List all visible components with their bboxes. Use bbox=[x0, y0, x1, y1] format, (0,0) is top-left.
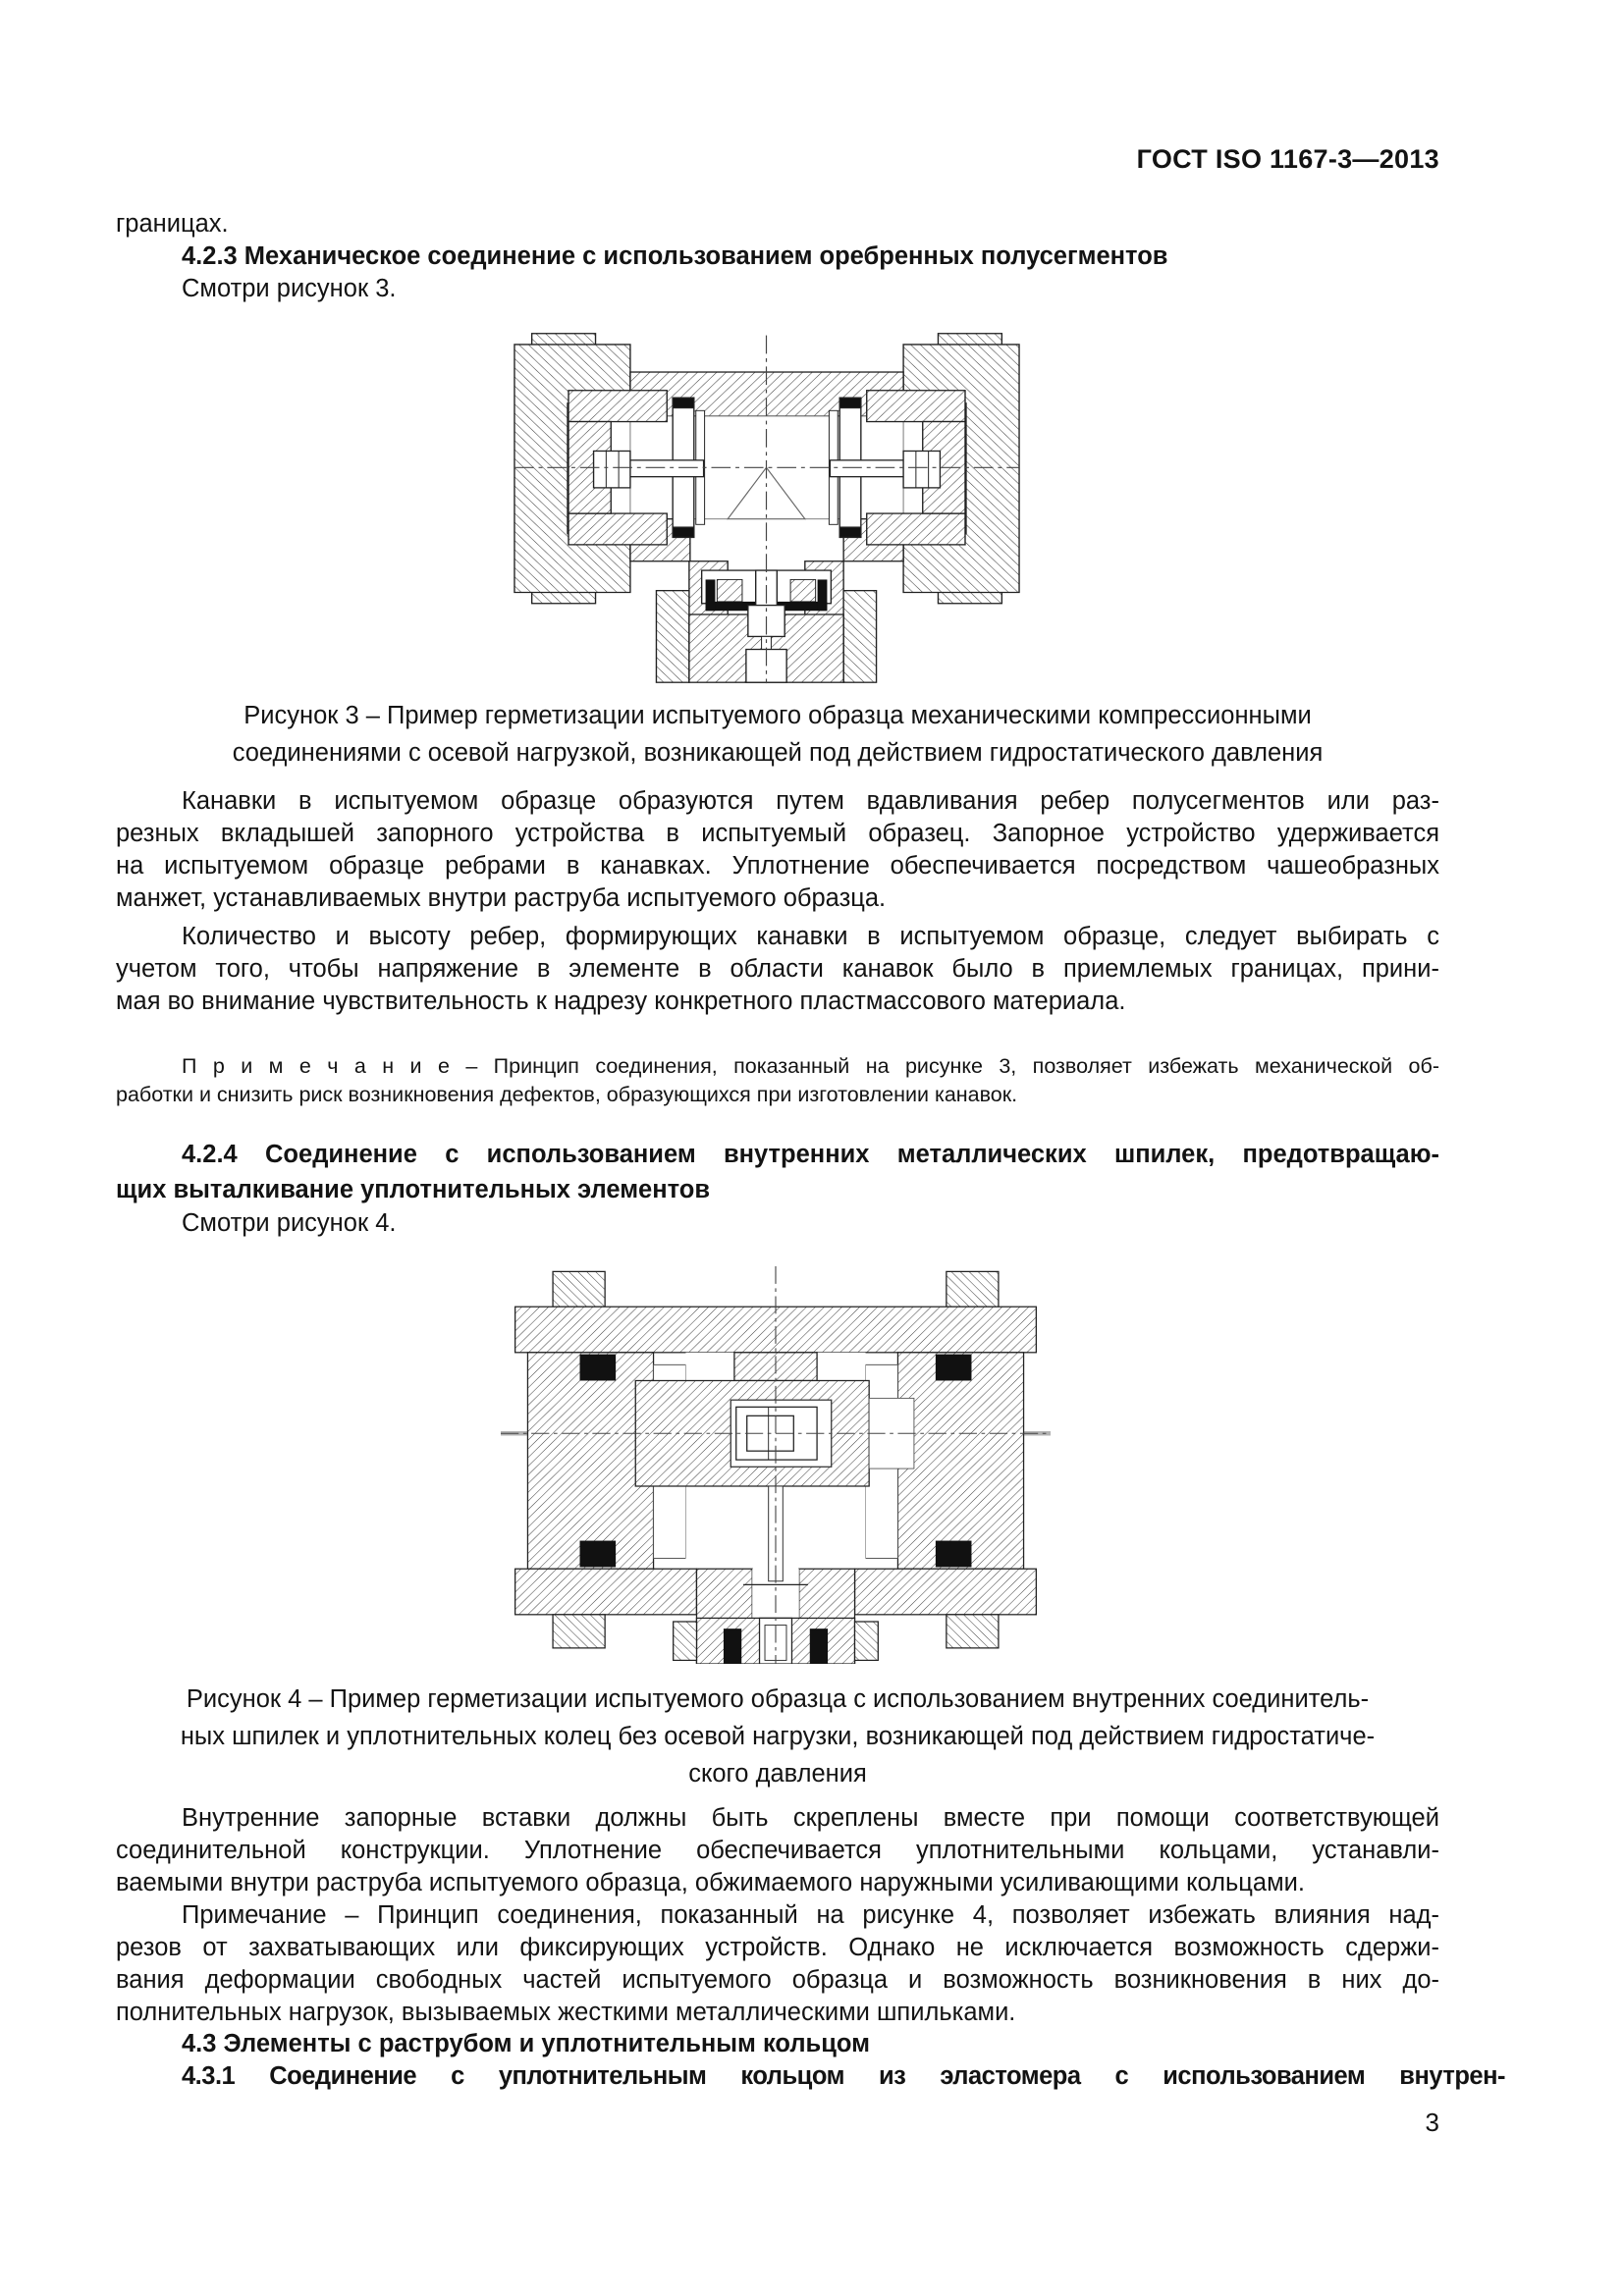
figure-4-drawing bbox=[501, 1266, 1051, 1664]
paragraph-fragment: границах. bbox=[116, 210, 229, 238]
heading-4-3-1: 4.3.1 Соединение с уплотнительным кольцо… bbox=[182, 2062, 1506, 2090]
text-line: манжет, устанавливаемых внутри раструба … bbox=[116, 884, 887, 912]
text-line: Рисунок 4 – Пример герметизации испытуем… bbox=[186, 1685, 1370, 1713]
figure-3-drawing bbox=[514, 333, 1020, 684]
see-figure-3-line: Смотри рисунок 3. bbox=[182, 275, 397, 302]
page-header: ГОСТ ISO 1167-3—2013 bbox=[1136, 144, 1439, 174]
heading-4-3: 4.3 Элементы с раструбом и уплотнительны… bbox=[182, 2030, 871, 2057]
text-line: П р и м е ч а н и е – Принцип соединения… bbox=[182, 1054, 1439, 1078]
text-line: щих выталкивание уплотнительных элементо… bbox=[116, 1176, 711, 1203]
text-line: Канавки в испытуемом образце образуются … bbox=[182, 787, 1439, 815]
paragraph-1: Канавки в испытуемом образце образуются … bbox=[116, 785, 1439, 915]
fig3-side-bolts bbox=[592, 450, 942, 489]
text-line: полнительных нагрузок, вызываемых жестки… bbox=[116, 1999, 1016, 2026]
note-paragraph: П р и м е ч а н и е – Принцип соединения… bbox=[116, 1052, 1439, 1109]
text-line: мая во внимание чувствительность к надре… bbox=[116, 988, 1126, 1015]
text-line: соединениями с осевой нагрузкой, возника… bbox=[232, 739, 1324, 767]
paragraph-4: Примечание – Принцип соединения, показан… bbox=[116, 1899, 1439, 2029]
figure-4 bbox=[501, 1266, 1051, 1664]
text-line: учетом того, чтобы напряжение в элементе… bbox=[116, 955, 1439, 983]
text-line: ных шпилек и уплотнительных колец без ос… bbox=[180, 1723, 1376, 1750]
text-line: Количество и высоту ребер, формирующих к… bbox=[182, 923, 1439, 950]
figure-3-caption: Рисунок 3 – Пример герметизации испытуем… bbox=[116, 697, 1439, 772]
text-line: на испытуемом образце ребрами в канавках… bbox=[116, 852, 1439, 880]
text-line: Внутренние запорные вставки должны быть … bbox=[182, 1804, 1439, 1832]
figure-3 bbox=[513, 330, 1021, 685]
page-number: 3 bbox=[1425, 2108, 1439, 2137]
text-line: вания деформации свободных частей испыту… bbox=[116, 1966, 1439, 1994]
text-line: 4.2.4 Соединение с использованием внутре… bbox=[182, 1141, 1439, 1168]
figure-4-caption: Рисунок 4 – Пример герметизации испытуем… bbox=[116, 1681, 1439, 1792]
fig3-centerlines bbox=[514, 335, 1020, 684]
fig4-oring-seals bbox=[579, 1354, 972, 1568]
text-line: ваемыми внутри раструба испытуемого обра… bbox=[116, 1869, 1305, 1896]
heading-4-2-4: 4.2.4 Соединение с использованием внутре… bbox=[116, 1137, 1439, 1207]
text-line: Рисунок 3 – Пример герметизации испытуем… bbox=[243, 702, 1312, 729]
heading-4-2-3: 4.2.3 Механическое соединение с использо… bbox=[182, 242, 1168, 270]
text-line: ского давления bbox=[688, 1760, 867, 1788]
text-line: соединительной конструкции. Уплотнение о… bbox=[116, 1837, 1439, 1864]
text-line: работки и снизить риск возникновения деф… bbox=[116, 1083, 1018, 1106]
text-line: Примечание – Принцип соединения, показан… bbox=[182, 1901, 1439, 1929]
paragraph-2: Количество и высоту ребер, формирующих к… bbox=[116, 921, 1439, 1018]
see-figure-4-line: Смотри рисунок 4. bbox=[182, 1209, 397, 1237]
text-line: резных вкладышей запорного устройства в … bbox=[116, 820, 1439, 847]
fig3-bottom-gland bbox=[655, 569, 878, 683]
paragraph-3: Внутренние запорные вставки должны быть … bbox=[116, 1802, 1439, 1899]
text-line: резов от захватывающих или фиксирующих у… bbox=[116, 1934, 1439, 1961]
